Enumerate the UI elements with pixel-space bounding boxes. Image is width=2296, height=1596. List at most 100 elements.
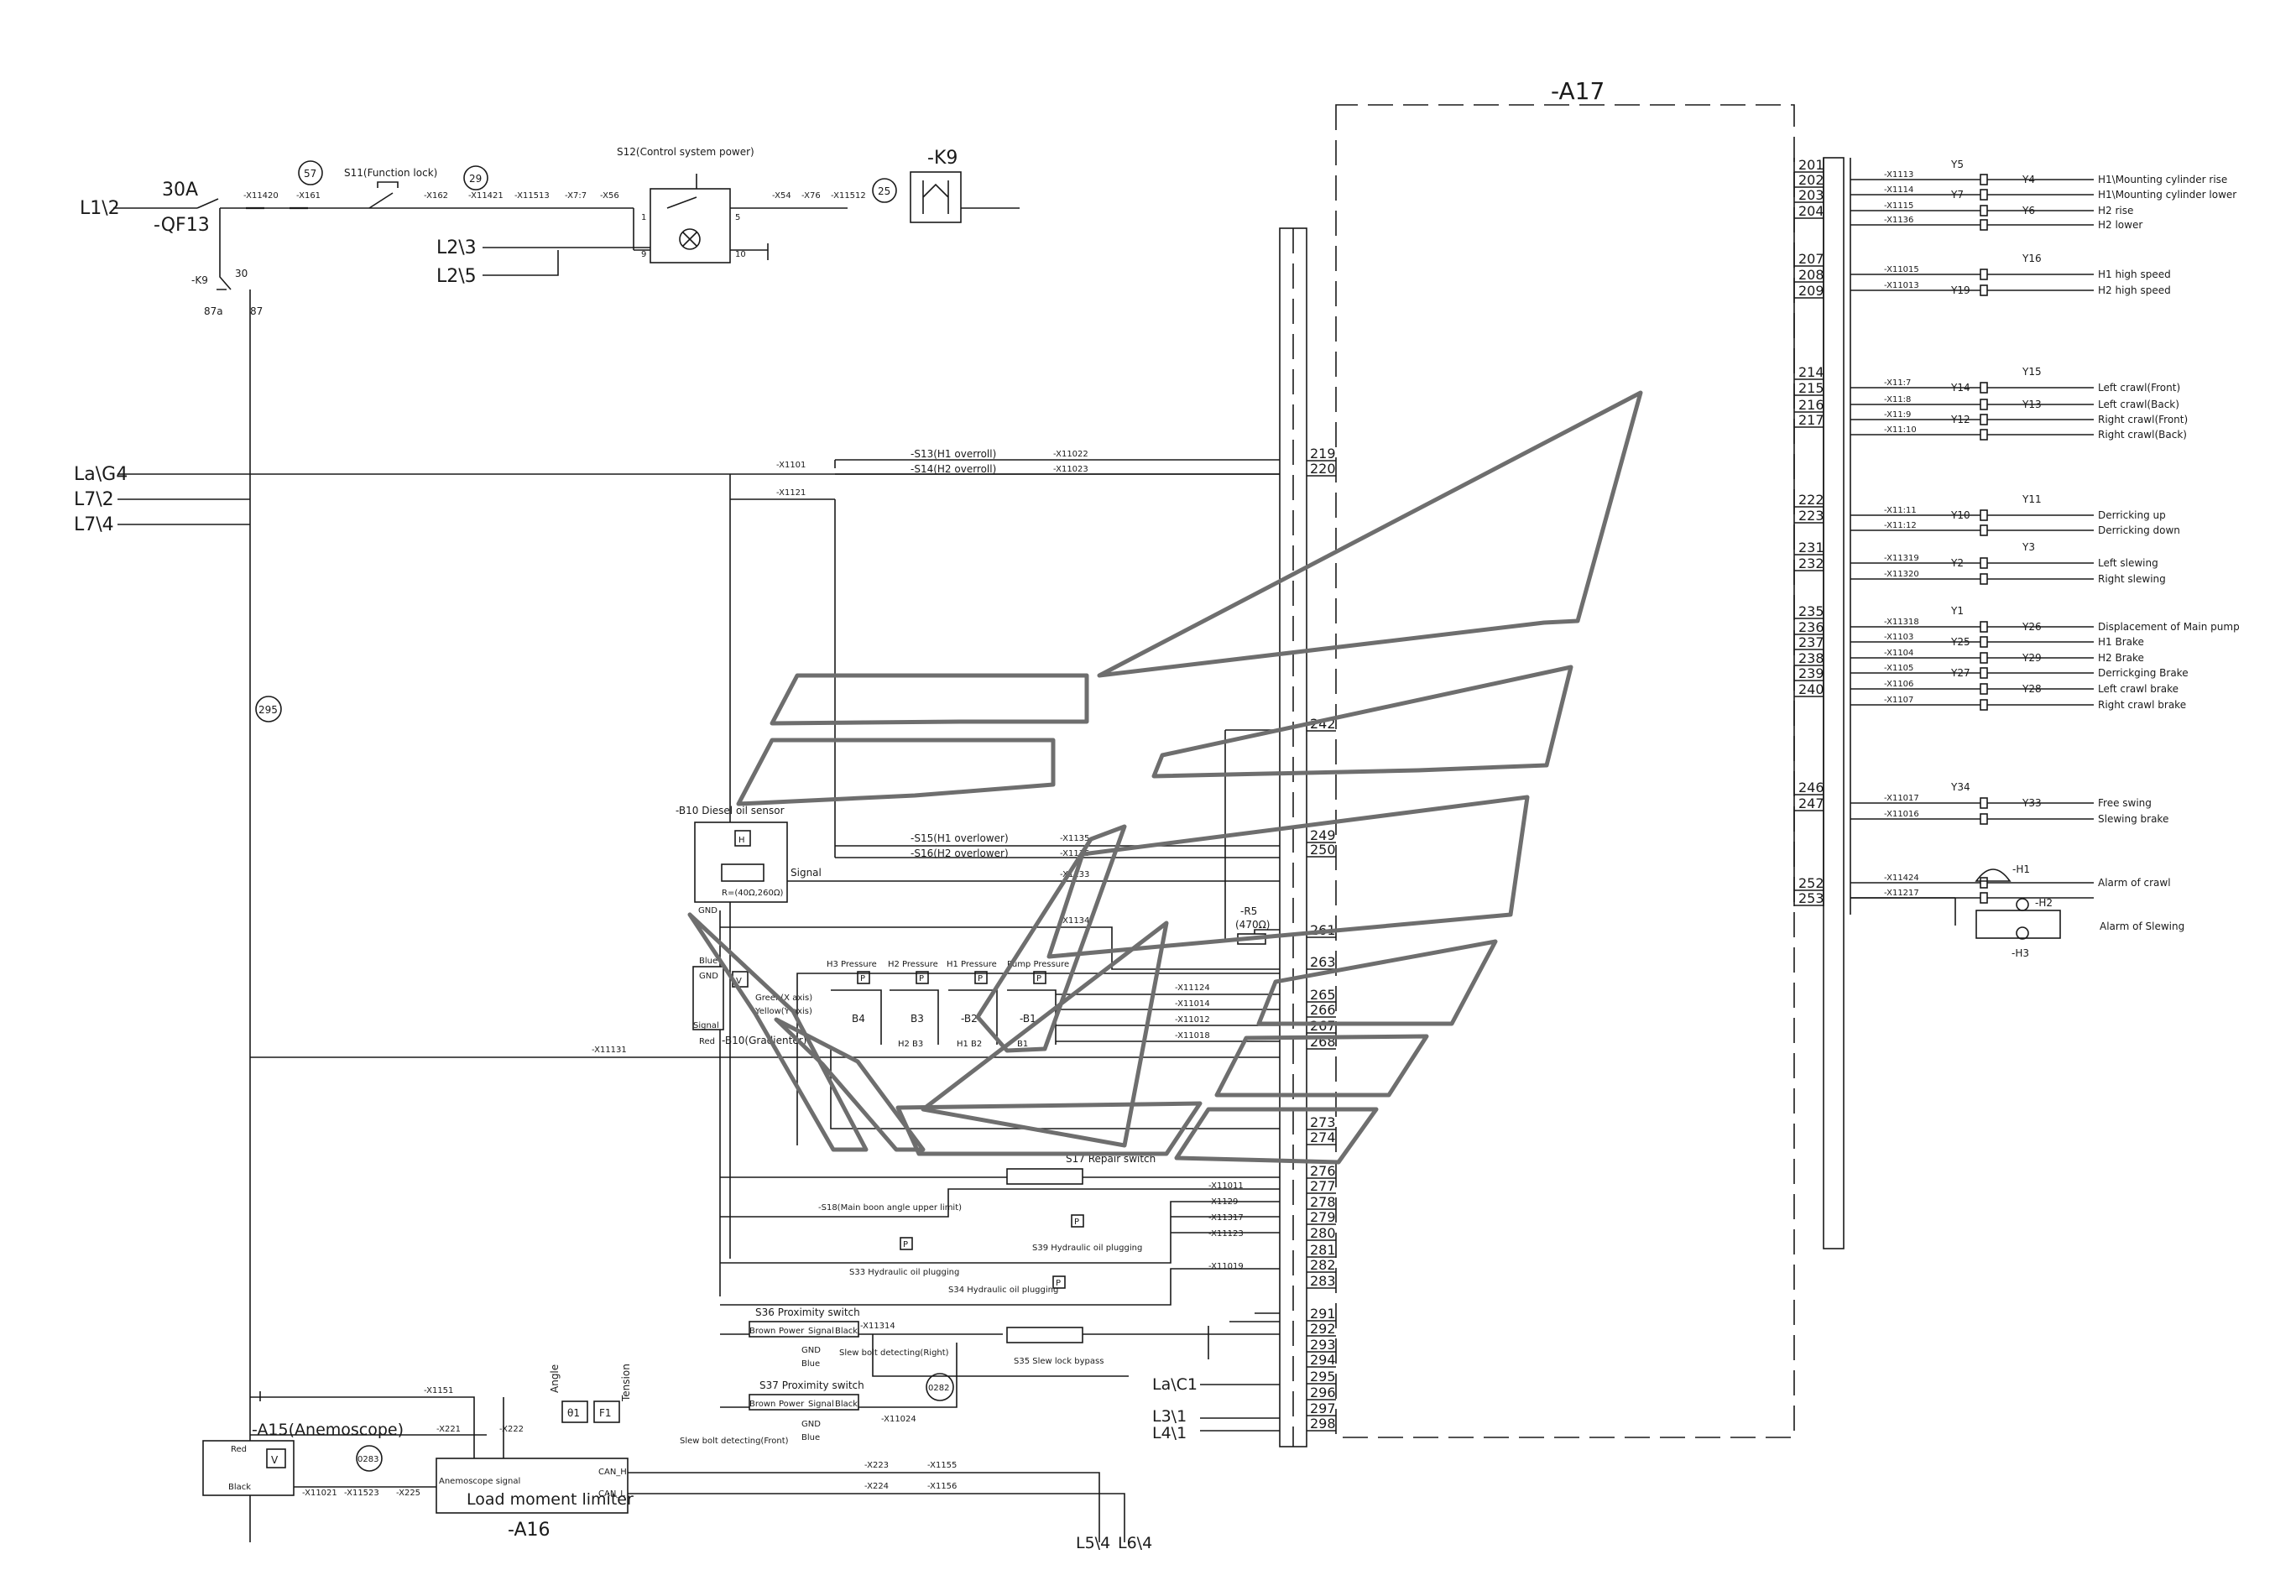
left-inputs: La\G4 L7\2 L7\4 295 bbox=[74, 464, 1280, 722]
svg-text:(470Ω): (470Ω) bbox=[1235, 919, 1270, 931]
valve-coil-icon bbox=[1980, 892, 1988, 904]
svg-text:S34 Hydraulic oil plugging: S34 Hydraulic oil plugging bbox=[948, 1286, 1058, 1295]
right-pin-246: 246 bbox=[1798, 780, 1824, 795]
svg-text:-S13(H1 overroll): -S13(H1 overroll) bbox=[911, 448, 996, 460]
svg-text:-X223: -X223 bbox=[864, 1461, 889, 1470]
svg-text:-X1134: -X1134 bbox=[1060, 916, 1089, 926]
svg-text:P: P bbox=[903, 1240, 908, 1249]
svg-text:-X1136: -X1136 bbox=[1060, 849, 1089, 858]
valve-Y34: Y34 bbox=[1950, 781, 1970, 793]
left-pin-292: 292 bbox=[1310, 1321, 1336, 1337]
valve-Y6: Y6 bbox=[2022, 205, 2035, 216]
alarm-slewing-label: Alarm of Slewing bbox=[2100, 921, 2184, 932]
svg-text:Signal: Signal bbox=[808, 1327, 834, 1336]
svg-text:-X11011: -X11011 bbox=[1208, 1181, 1244, 1191]
left-pin-276: 276 bbox=[1310, 1163, 1336, 1179]
row-connector: -X11217 bbox=[1884, 889, 1919, 898]
left-pin-279: 279 bbox=[1310, 1209, 1336, 1225]
svg-text:-X1135: -X1135 bbox=[1060, 834, 1089, 843]
svg-text:-X11421: -X11421 bbox=[468, 191, 504, 201]
row-connector: -X1104 bbox=[1884, 649, 1913, 658]
lower-switches: -S18(Main boon angle upper limit) S33 Hy… bbox=[720, 1181, 1280, 1306]
svg-text:-X11420: -X11420 bbox=[243, 191, 279, 201]
valve-coil-icon bbox=[1980, 699, 1988, 711]
right-pin-203: 203 bbox=[1798, 187, 1824, 203]
valve-Y33: Y33 bbox=[2022, 797, 2042, 809]
svg-text:295: 295 bbox=[258, 704, 278, 716]
l1-input-label: L1\2 bbox=[80, 198, 120, 219]
left-pin-294: 294 bbox=[1310, 1352, 1336, 1368]
valve-Y29: Y29 bbox=[2022, 652, 2042, 664]
valve-coil-icon bbox=[1980, 797, 1988, 809]
right-pin-235: 235 bbox=[1798, 603, 1824, 619]
left-pin-250: 250 bbox=[1310, 842, 1336, 858]
svg-text:Signal: Signal bbox=[808, 1400, 834, 1409]
left-pin-291: 291 bbox=[1310, 1306, 1336, 1322]
right-pin-216: 216 bbox=[1798, 397, 1824, 413]
row-connector: -X1106 bbox=[1884, 680, 1913, 689]
valve-coil-icon bbox=[1980, 399, 1988, 410]
svg-text:-B2: -B2 bbox=[961, 1013, 978, 1025]
svg-text:-X11014: -X11014 bbox=[1175, 999, 1210, 1009]
left-pin-265: 265 bbox=[1310, 987, 1336, 1003]
svg-text:V: V bbox=[736, 977, 742, 986]
row-connector: -X11:7 bbox=[1884, 378, 1911, 388]
valve-Y27: Y27 bbox=[1950, 667, 1970, 679]
svg-text:V: V bbox=[271, 1454, 279, 1466]
valve-Y2: Y2 bbox=[1950, 557, 1964, 569]
svg-text:9: 9 bbox=[641, 250, 646, 259]
valve-coil-icon bbox=[1980, 557, 1988, 569]
right-pin-238: 238 bbox=[1798, 650, 1824, 666]
output-label: Free swing bbox=[2098, 797, 2152, 809]
h2-label: -H2 bbox=[2035, 897, 2053, 909]
svg-text:Blue: Blue bbox=[801, 1359, 820, 1369]
svg-text:-X11124: -X11124 bbox=[1175, 983, 1210, 993]
row-connector: -X11016 bbox=[1884, 810, 1919, 819]
svg-text:Black: Black bbox=[835, 1327, 858, 1336]
svg-text:-X1155: -X1155 bbox=[927, 1461, 957, 1470]
row-connector: -X1103 bbox=[1884, 633, 1913, 642]
svg-text:Slew bolt detecting(Right): Slew bolt detecting(Right) bbox=[839, 1348, 949, 1358]
output-label: H2 lower bbox=[2098, 219, 2142, 231]
svg-text:-X11012: -X11012 bbox=[1175, 1015, 1210, 1025]
svg-text:P: P bbox=[919, 974, 924, 983]
valve-coil-icon bbox=[1980, 189, 1988, 201]
valve-Y5: Y5 bbox=[1950, 159, 1964, 170]
left-pin-220: 220 bbox=[1310, 461, 1336, 477]
right-pin-217: 217 bbox=[1798, 412, 1824, 428]
svg-text:-B10(Gradienter): -B10(Gradienter) bbox=[722, 1035, 806, 1046]
output-label: Left crawl(Back) bbox=[2098, 399, 2179, 410]
svg-text:Green(X axis): Green(X axis) bbox=[755, 994, 812, 1003]
left-pin-249: 249 bbox=[1310, 827, 1336, 843]
right-pin-237: 237 bbox=[1798, 634, 1824, 650]
row-connector: -X11:9 bbox=[1884, 410, 1911, 420]
svg-text:87: 87 bbox=[250, 305, 263, 317]
svg-text:-X54: -X54 bbox=[772, 191, 791, 201]
left-pin-list: 2192202422492502612632652662672682732742… bbox=[1307, 446, 1336, 1432]
bubble-25 bbox=[872, 178, 897, 203]
svg-text:La\C1: La\C1 bbox=[1152, 1375, 1198, 1394]
svg-text:Brown: Brown bbox=[749, 1400, 775, 1409]
svg-text:-A16: -A16 bbox=[508, 1520, 551, 1541]
valve-Y10: Y10 bbox=[1950, 509, 1970, 521]
row-connector: -X1115 bbox=[1884, 201, 1913, 211]
output-label: Left crawl brake bbox=[2098, 683, 2179, 695]
right-pin-215: 215 bbox=[1798, 380, 1824, 396]
valve-coil-icon bbox=[1980, 667, 1988, 679]
svg-text:S33 Hydraulic oil plugging: S33 Hydraulic oil plugging bbox=[849, 1268, 959, 1277]
watermark-logo bbox=[687, 390, 1643, 1165]
output-label: H2 Brake bbox=[2098, 652, 2144, 664]
h3-label: -H3 bbox=[2012, 947, 2029, 959]
valve-coil-icon bbox=[1980, 683, 1988, 695]
h2-lamp-icon bbox=[2016, 898, 2029, 911]
svg-text:H1 Pressure: H1 Pressure bbox=[947, 960, 997, 969]
left-pin-280: 280 bbox=[1310, 1225, 1336, 1241]
